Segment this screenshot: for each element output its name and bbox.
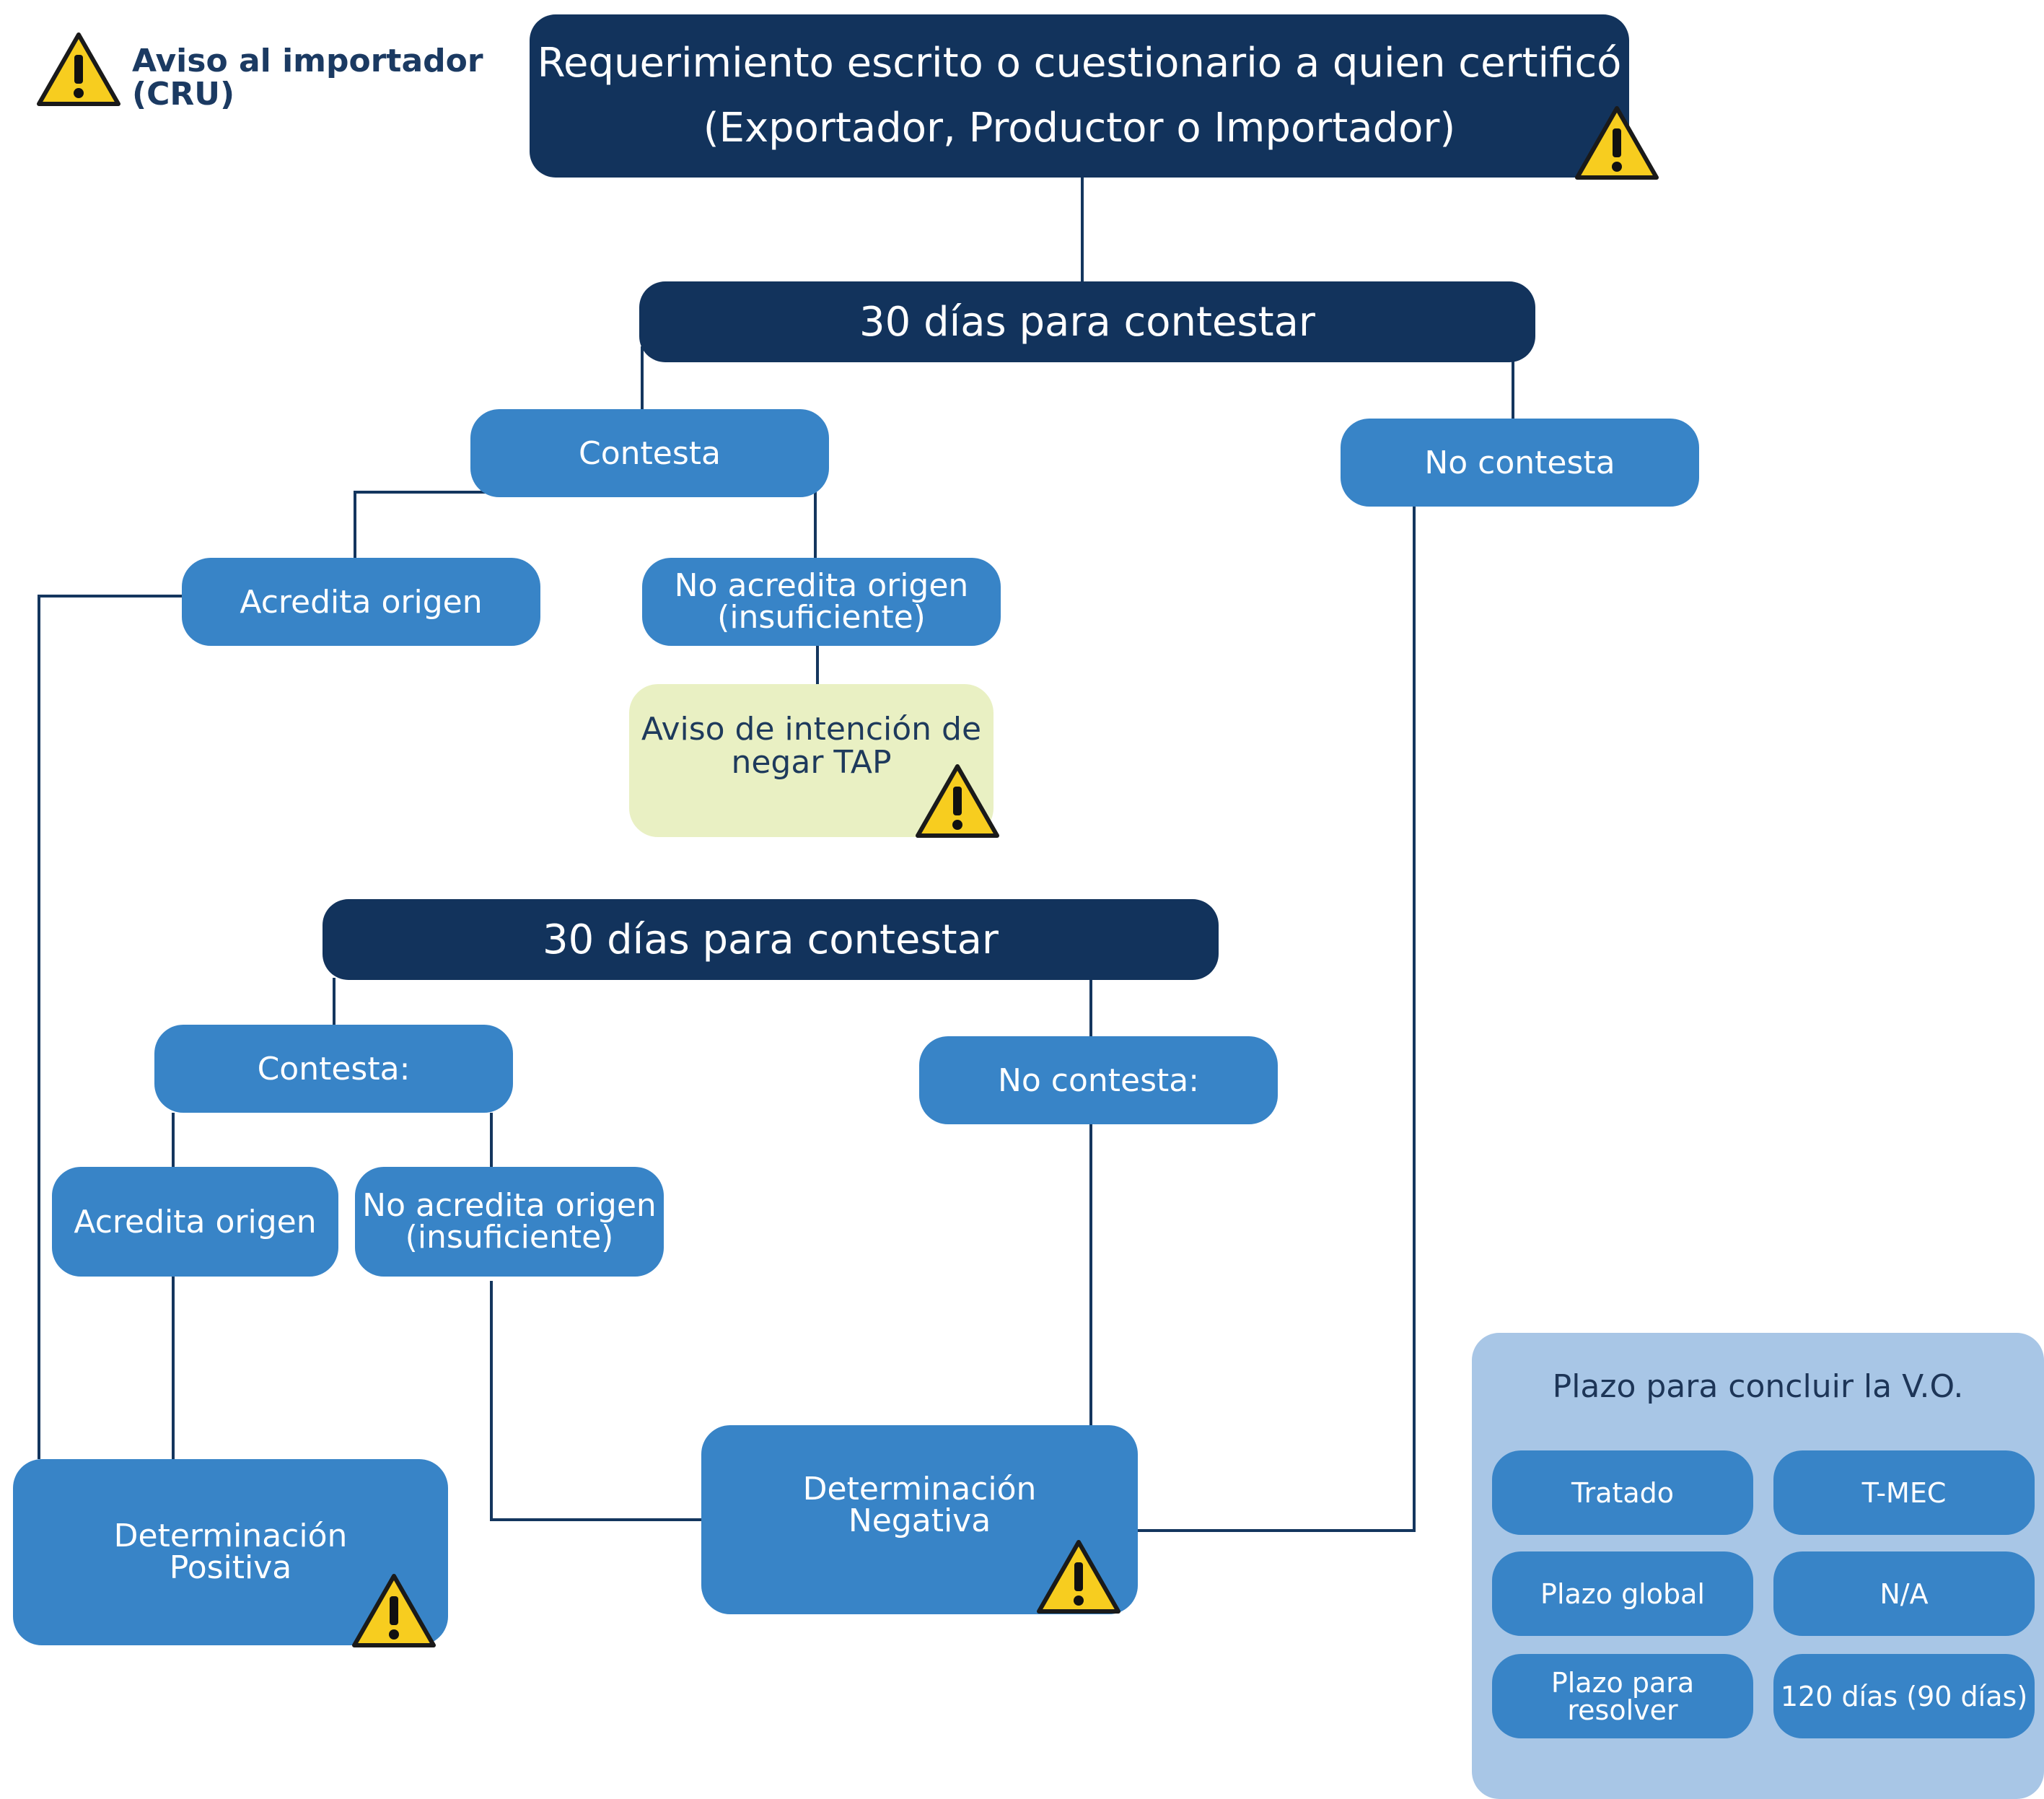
node-plazo-30-dias-2: 30 días para contestar <box>323 899 1219 980</box>
node-acredita-origen-1-label: Acredita origen <box>240 583 483 621</box>
plazo-row-value: T-MEC <box>1861 1476 1947 1509</box>
connector-line <box>1138 505 1416 1532</box>
node-plazo-30-dias-2-label: 30 días para contestar <box>543 916 999 963</box>
connector-line <box>490 1281 701 1521</box>
plazo-row-value-tratado: T-MEC <box>1773 1450 2035 1535</box>
plazo-row-label-global: Plazo global <box>1492 1551 1753 1636</box>
node-no-acredita-origen-2: No acredita origen (insuficiente) <box>355 1167 664 1277</box>
node-no-contesta-2-label: No contesta: <box>997 1062 1200 1099</box>
node-no-contesta-2: No contesta: <box>919 1036 1278 1124</box>
node-plazo-30-dias-1: 30 días para contestar <box>639 281 1535 362</box>
plazo-row-label: Tratado <box>1571 1476 1675 1509</box>
node-acredita-origen-1: Acredita origen <box>182 558 540 646</box>
plazo-row-label-tratado: Tratado <box>1492 1450 1753 1535</box>
node-determinacion-negativa-label: Determinación Negativa <box>802 1471 1037 1539</box>
node-determinacion-negativa: Determinación Negativa <box>701 1425 1138 1614</box>
plazo-panel-title: Plazo para concluir la V.O. <box>1552 1368 1964 1405</box>
warning-icon <box>1574 105 1659 180</box>
plazo-row-value-global: N/A <box>1773 1551 2035 1636</box>
node-requerimiento-label: Requerimiento escrito o cuestionario a q… <box>537 40 1622 152</box>
plazo-row-label-resolver: Plazo para resolver <box>1492 1654 1753 1738</box>
connector-line <box>354 491 491 558</box>
node-no-contesta-1: No contesta <box>1341 419 1699 507</box>
node-contesta-1-label: Contesta <box>579 434 721 472</box>
warning-icon <box>915 763 1000 839</box>
plazo-row-label: Plazo para resolver <box>1550 1666 1695 1726</box>
node-no-acredita-origen-1-label: No acredita origen (insuficiente) <box>674 567 969 636</box>
plazo-row-value: 120 días (90 días) <box>1780 1680 2028 1712</box>
plazo-row-label: Plazo global <box>1540 1577 1705 1610</box>
plazo-row-value-resolver: 120 días (90 días) <box>1773 1654 2035 1738</box>
node-contesta-1: Contesta <box>470 409 829 497</box>
node-determinacion-positiva-label: Determinación Positiva <box>113 1518 348 1586</box>
node-contesta-2-label: Contesta: <box>257 1050 411 1087</box>
node-plazo-30-dias-1-label: 30 días para contestar <box>859 298 1315 346</box>
node-aviso-intencion-label: Aviso de intención de negar TAP <box>641 711 982 781</box>
plazo-row-value: N/A <box>1879 1577 1929 1610</box>
node-requerimiento: Requerimiento escrito o cuestionario a q… <box>530 14 1629 178</box>
node-acredita-origen-2: Acredita origen <box>52 1167 338 1277</box>
node-no-acredita-origen-1: No acredita origen (insuficiente) <box>642 558 1001 646</box>
warning-icon <box>351 1573 437 1648</box>
connector-line <box>38 595 182 1459</box>
legend-warning-icon <box>36 32 121 107</box>
node-no-acredita-origen-2-label: No acredita origen (insuficiente) <box>362 1187 657 1256</box>
warning-icon <box>1036 1539 1121 1614</box>
node-acredita-origen-2-label: Acredita origen <box>74 1203 317 1240</box>
node-contesta-2: Contesta: <box>154 1025 513 1113</box>
legend-label: Aviso al importador (CRU) <box>132 43 483 113</box>
node-no-contesta-1-label: No contesta <box>1424 444 1615 481</box>
